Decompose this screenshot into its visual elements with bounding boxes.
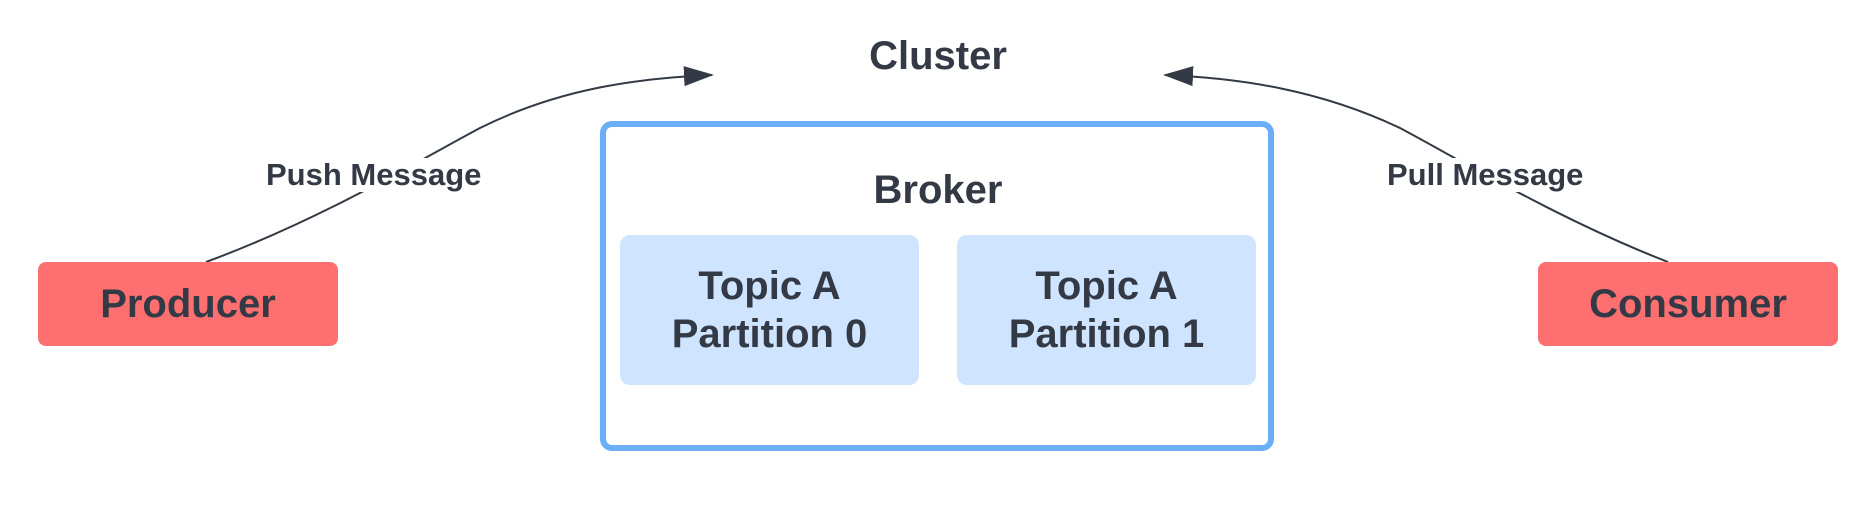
consumer-node: Consumer — [1538, 262, 1838, 346]
partition-1-topic: Topic A — [1035, 264, 1178, 308]
partition-1-box: Topic A Partition 1 — [957, 235, 1256, 385]
cluster-label: Cluster — [869, 34, 1007, 78]
partition-0-box: Topic A Partition 0 — [620, 235, 919, 385]
partition-0-topic: Topic A — [698, 264, 841, 308]
producer-label: Producer — [100, 281, 276, 326]
pull-message-label: Pull Message — [1381, 157, 1590, 193]
pull-message-arrow — [1163, 66, 1669, 263]
producer-node: Producer — [38, 262, 338, 346]
broker-label: Broker — [873, 168, 1003, 212]
push-message-label: Push Message — [260, 157, 488, 193]
partition-1-name: Partition 1 — [1008, 312, 1205, 356]
push-message-arrow — [205, 66, 714, 263]
partition-0-name: Partition 0 — [671, 312, 868, 356]
consumer-label: Consumer — [1589, 281, 1787, 326]
